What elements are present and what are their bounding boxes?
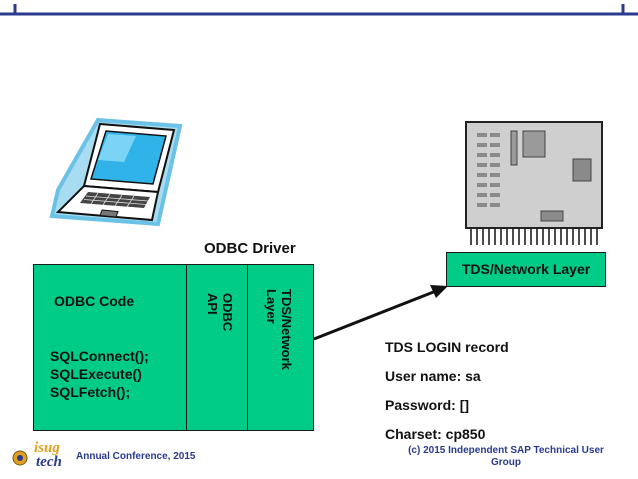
sql-call-execute: SQLExecute() [50,366,142,382]
server-tds-layer-box: TDS/Network Layer [446,252,606,287]
top-divider [0,4,638,16]
odbc-api-label: ODBC API [205,293,235,332]
tds-network-layer-box: TDS/Network Layer [247,264,314,431]
footer-copyright: (c) 2015 Independent SAP Technical User … [386,445,626,469]
footer-conference: Annual Conference, 2015 [76,451,196,462]
login-record-title: TDS LOGIN record [385,339,509,355]
sql-call-fetch: SQLFetch(); [50,384,131,400]
login-record-user: User name: sa [385,368,481,384]
isug-tech-logo: isug tech [10,440,78,474]
login-record-charset: Charset: cp850 [385,426,486,442]
tds-login-record: TDS LOGIN record User name: sa Password:… [385,333,509,449]
tds-network-layer-label: TDS/Network Layer [264,289,294,370]
sql-calls-list: SQLConnect(); SQLExecute() SQLFetch(); [50,347,149,401]
odbc-api-box: ODBC API [186,264,249,431]
sql-call-connect: SQLConnect(); [50,348,149,364]
server-icon [465,121,603,245]
login-record-password: Password: [] [385,397,470,413]
logo-top-text: isug [34,440,60,456]
logo-bottom-text: tech [36,454,62,470]
server-tds-layer-label: TDS/Network Layer [461,261,591,277]
odbc-driver-label: ODBC Driver [204,240,296,257]
odbc-code-box: ODBC Code SQLConnect(); SQLExecute() SQL… [33,264,188,431]
odbc-code-label: ODBC Code [54,293,135,309]
footer-copyright-line1: (c) 2015 Independent SAP Technical User [408,445,604,456]
gear-icon [12,450,28,466]
laptop-icon [49,117,183,227]
footer-copyright-line2: Group [491,457,521,468]
connection-arrow [313,285,448,341]
